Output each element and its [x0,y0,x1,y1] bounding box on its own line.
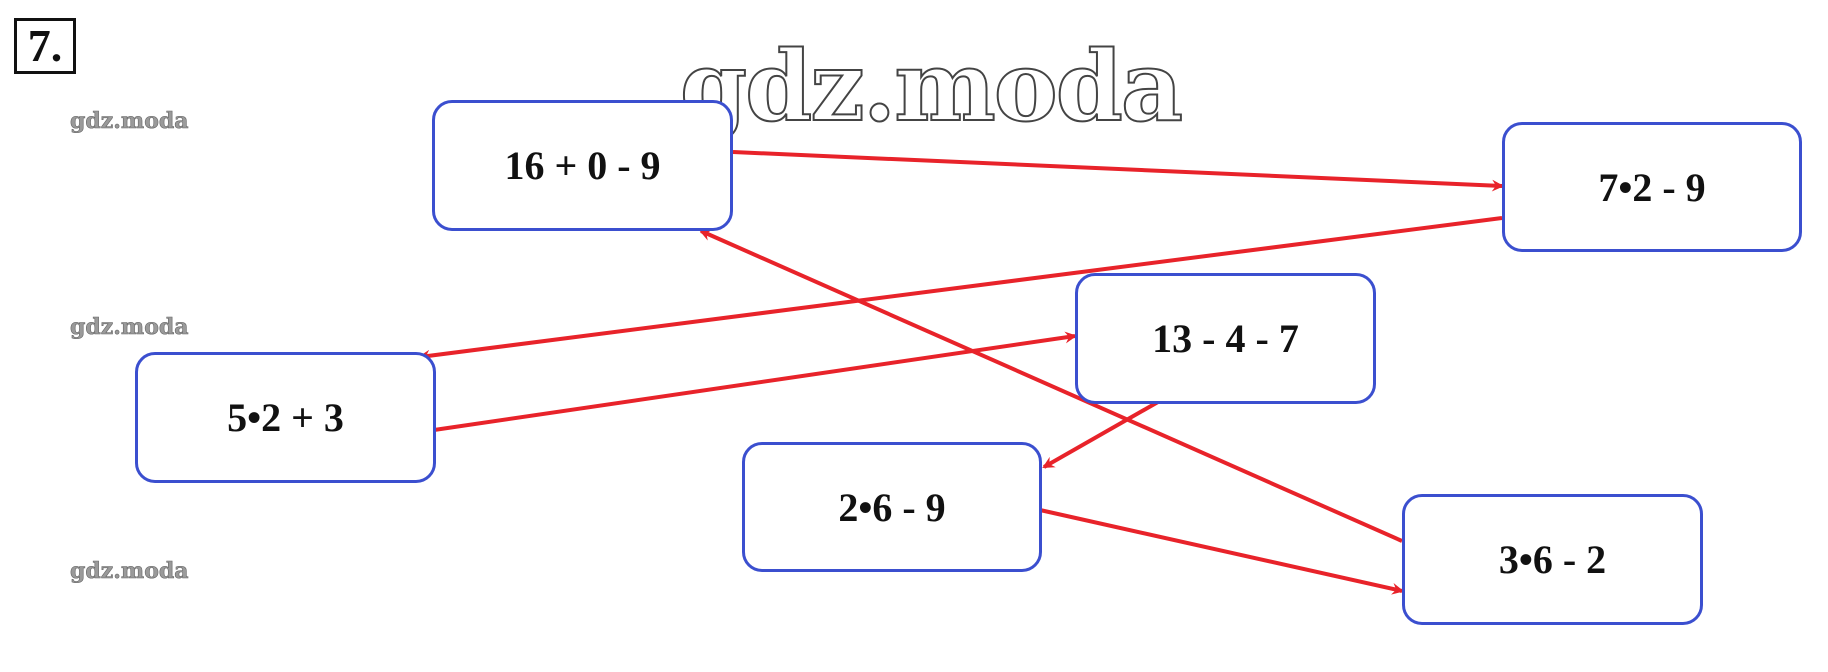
arrow-c-to-e [1042,396,1166,469]
expression-box-e: 2•6 - 9 [742,442,1042,572]
expression-box-c: 13 - 4 - 7 [1075,273,1376,404]
expression-text: 16 + 0 - 9 [504,143,661,188]
expression-text: 3•6 - 2 [1498,537,1607,582]
watermark-small-2: gdz.moda [70,314,189,341]
expression-box-f: 3•6 - 2 [1402,494,1703,625]
expression-box-a: 16 + 0 - 9 [432,100,733,231]
expression-text: 7•2 - 9 [1598,164,1706,210]
watermark-small-3: gdz.moda [70,558,189,585]
arrow-a-to-b [732,150,1504,192]
task-number: 7. [14,18,76,74]
watermark-small-1: gdz.moda [70,108,189,135]
expression-text: 2•6 - 9 [838,484,946,530]
expression-box-b: 7•2 - 9 [1502,122,1802,252]
arrow-b-to-d [418,216,1503,362]
expression-text: 5•2 + 3 [227,395,344,440]
arrow-e-to-f [1039,508,1404,595]
arrow-d-to-c [433,331,1077,432]
expression-text: 13 - 4 - 7 [1152,316,1299,361]
arrow-f-to-a [699,229,1403,543]
expression-box-d: 5•2 + 3 [135,352,436,483]
watermark-logo: gdz.moda [679,29,1184,144]
